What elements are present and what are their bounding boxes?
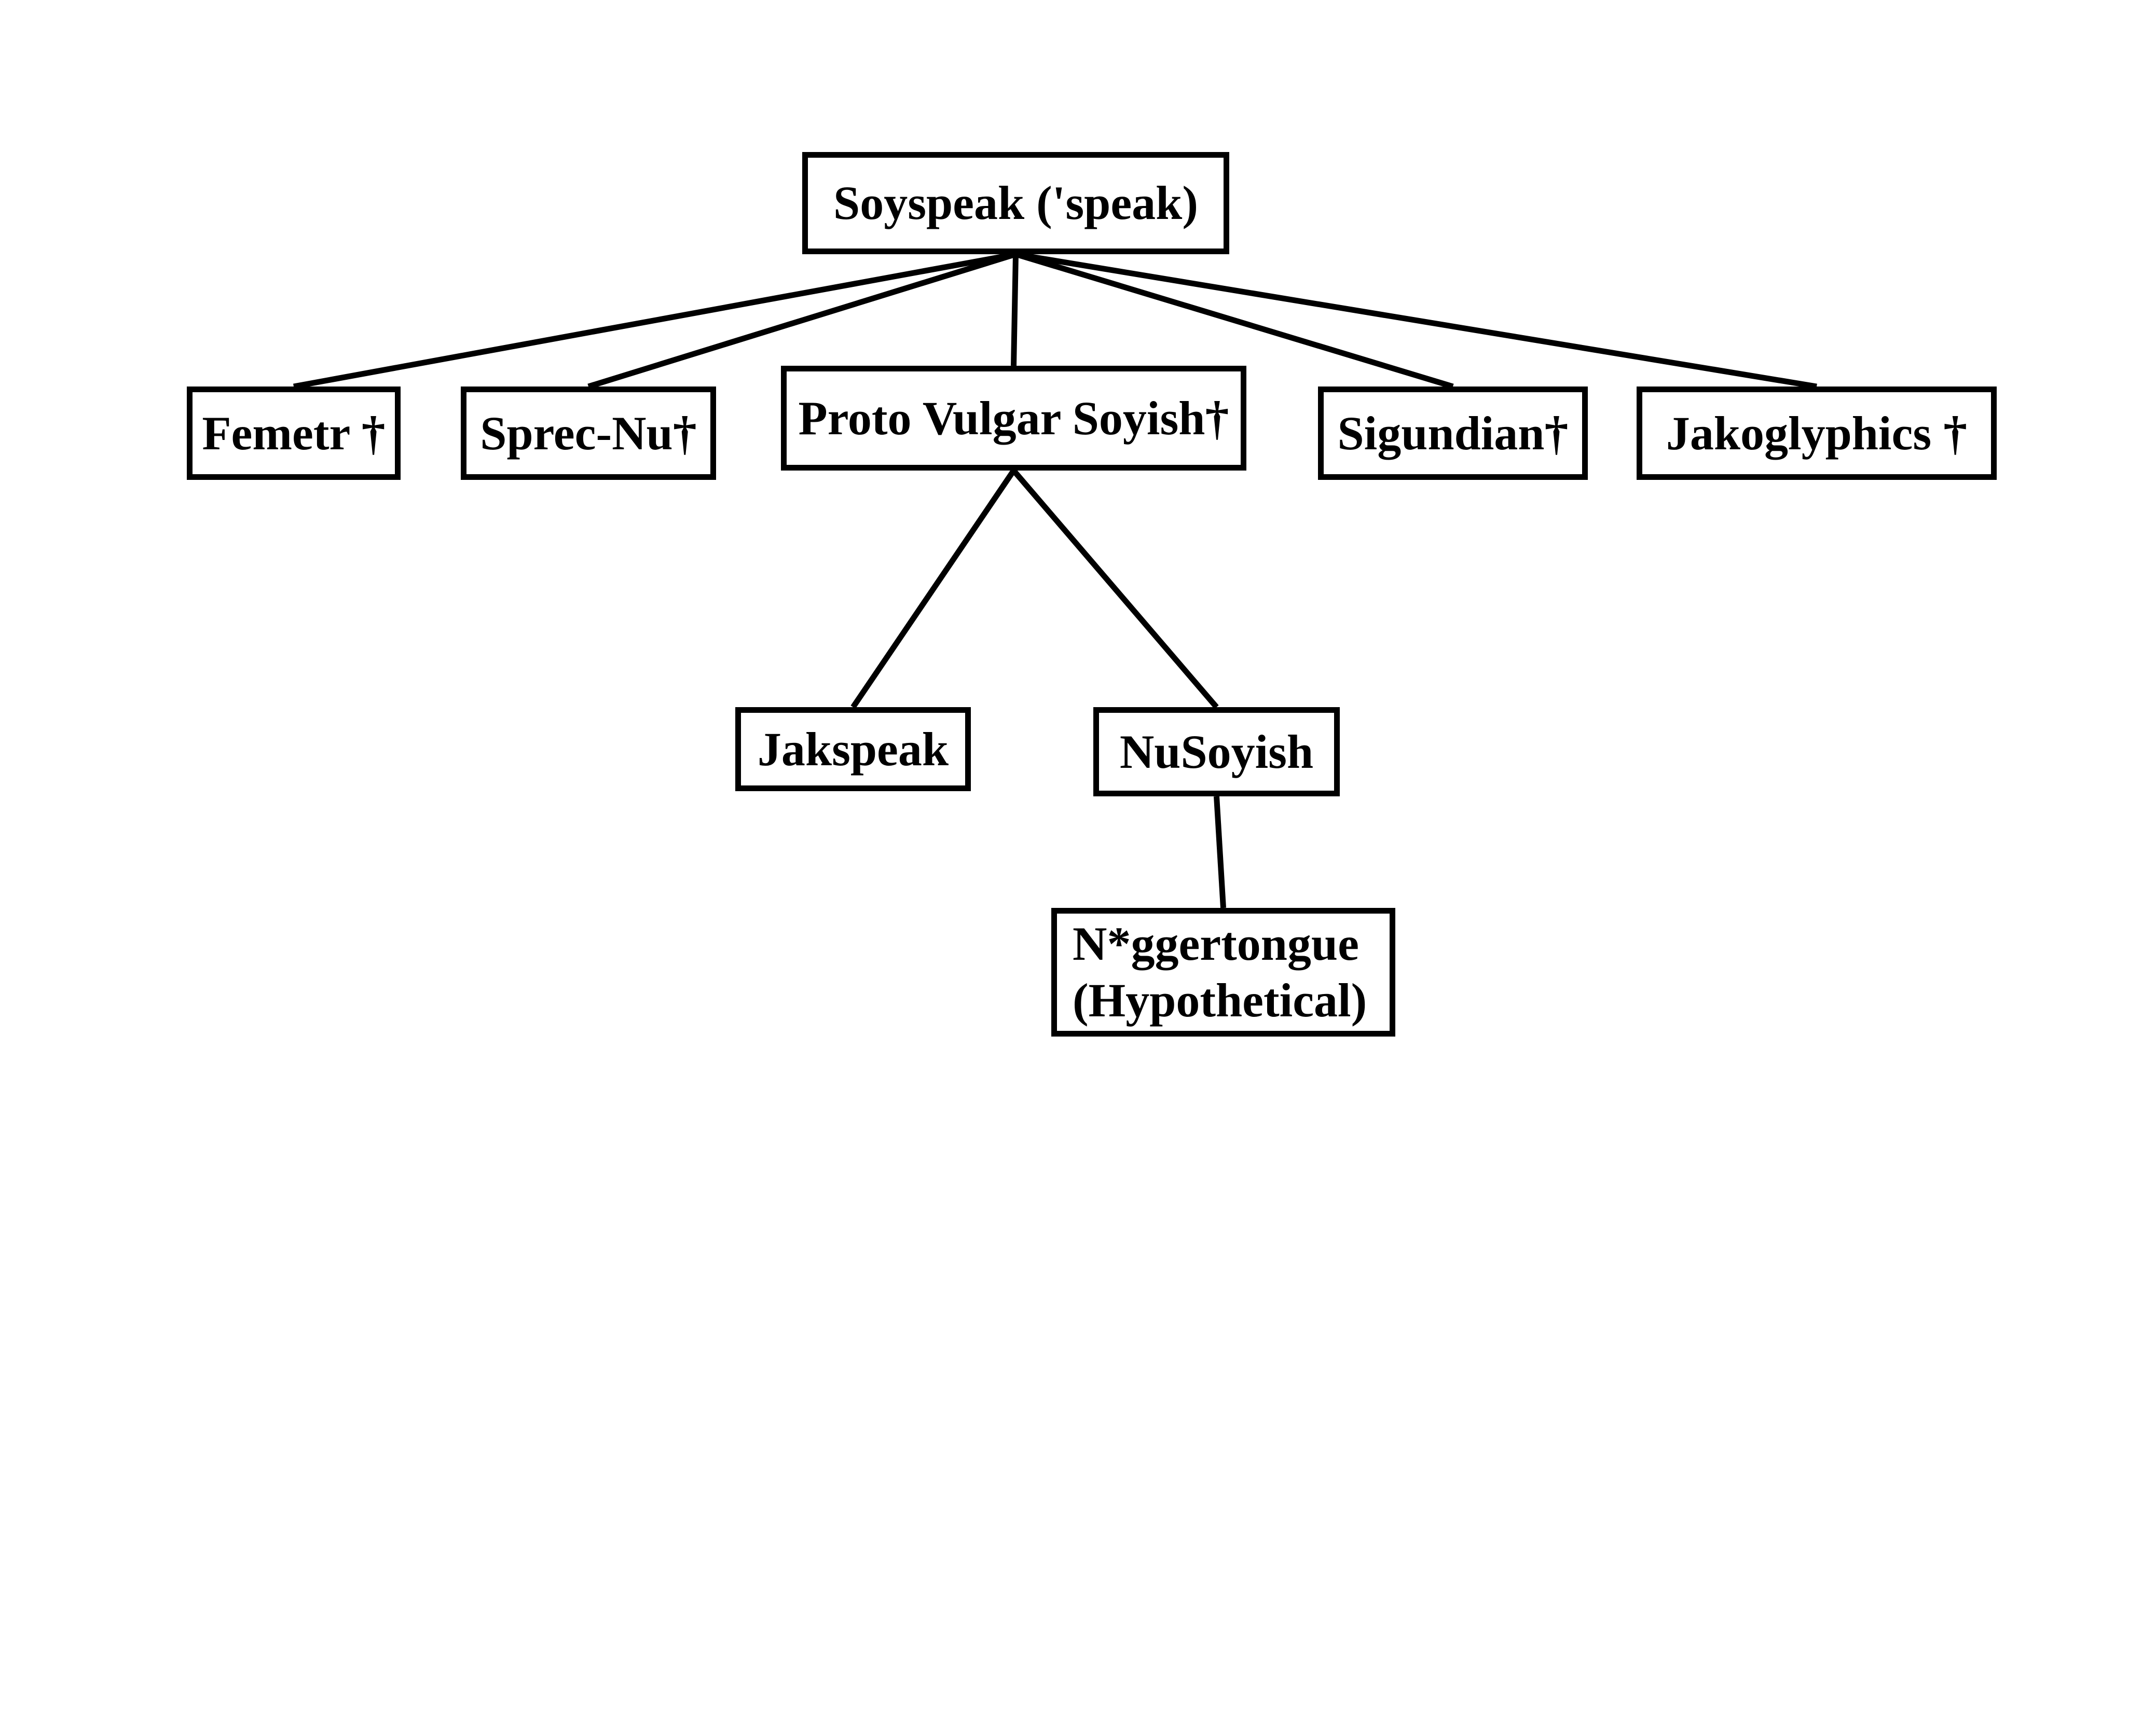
node-soyspeak: Soyspeak ('speak) <box>802 152 1229 254</box>
node-jakspeak: Jakspeak <box>735 707 971 791</box>
node-label: Proto Vulgar Soyish† <box>798 391 1229 445</box>
edge-soyspeak-to-femetr <box>293 251 1017 390</box>
edge-soyspeak-to-sprec-nu <box>587 251 1017 390</box>
edge-proto-vulgar-soyish-to-nusoyish <box>1011 468 1219 709</box>
node-label: N*ggertongue (Hypothetical) <box>1073 917 1367 1027</box>
node-proto-vulgar-soyish: Proto Vulgar Soyish† <box>781 366 1246 471</box>
edge-proto-vulgar-soyish-to-jakspeak <box>850 468 1017 709</box>
node-nusoyish: NuSoyish <box>1093 707 1340 796</box>
node-label: Jakoglyphics † <box>1666 406 1968 460</box>
node-label: NuSoyish <box>1119 725 1314 778</box>
edge-soyspeak-to-jakoglyphics <box>1015 251 1817 390</box>
node-jakoglyphics: Jakoglyphics † <box>1637 387 1997 480</box>
node-hypothetical-tongue: N*ggertongue (Hypothetical) <box>1051 908 1395 1037</box>
node-sigundian: Sigundian† <box>1318 387 1588 480</box>
edge-soyspeak-to-sigundian <box>1014 251 1454 390</box>
node-label: Femetr † <box>202 406 386 460</box>
node-label: Soyspeak ('speak) <box>833 176 1198 230</box>
node-label: Sigundian† <box>1337 406 1569 460</box>
node-label: Jakspeak <box>757 722 949 776</box>
node-femetr: Femetr † <box>187 387 401 480</box>
node-label: Sprec-Nu† <box>480 406 697 460</box>
edge-nusoyish-to-hypothetical-tongue <box>1214 796 1226 908</box>
node-sprec-nu: Sprec-Nu† <box>461 387 716 480</box>
edge-soyspeak-to-proto-vulgar-soyish <box>1011 254 1019 366</box>
